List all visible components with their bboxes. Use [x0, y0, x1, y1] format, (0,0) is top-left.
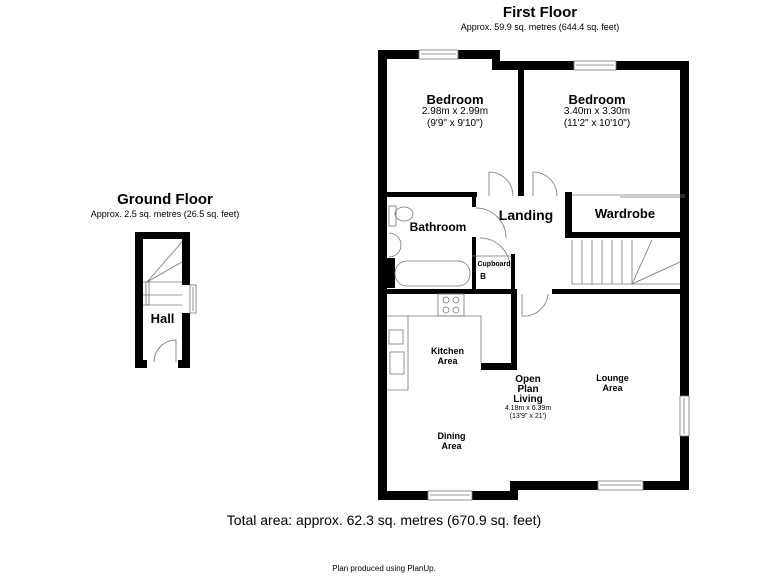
total-area: Total area: approx. 62.3 sq. metres (670…: [226, 512, 542, 528]
area-kitchen: Kitchen Area: [420, 346, 475, 367]
open-plan-dim-ft: (13'9" x 21'): [509, 413, 547, 421]
room-hall: Hall: [150, 311, 175, 326]
hob: [437, 293, 465, 317]
bedroom-1-name: Bedroom: [426, 92, 484, 107]
bedroom-1-dim-ft: (9'9" x 9'10"): [427, 117, 483, 129]
open-plan-line3: Living: [513, 394, 543, 405]
bedroom-2-dim-m: 3.40m x 3.30m: [563, 106, 631, 117]
dining-line2: Area: [441, 440, 462, 451]
lounge-door: [521, 293, 549, 317]
window: [597, 480, 644, 491]
open-plan-line1: Open: [515, 374, 541, 385]
bedroom-1-dim-m: 2.98m x 2.99m: [421, 106, 489, 117]
bedroom1-door: [488, 171, 514, 197]
room-bedroom-1: Bedroom 2.98m x 2.99m (9'9" x 9'10"): [395, 93, 515, 129]
hall-door: [153, 339, 177, 363]
dining-line1: Dining: [437, 431, 466, 441]
lounge-line1: Lounge: [596, 373, 629, 383]
room-open-plan-living: Open Plan Living 4.18m x 6.39m (13'9" x …: [493, 375, 563, 421]
cupboard-door: [479, 237, 511, 269]
open-plan-dim-m: 4.18m x 6.39m: [504, 405, 552, 412]
window: [418, 49, 459, 60]
room-bathroom: Bathroom: [409, 220, 467, 234]
drainer: [389, 351, 405, 375]
room-wardrobe: Wardrobe: [594, 206, 656, 221]
room-cupboard: Cupboard: [477, 261, 511, 268]
toilet-cistern: [388, 205, 397, 227]
cupboard-boiler-mark: B: [480, 272, 486, 281]
toilet: [394, 206, 414, 222]
hall-window: [189, 284, 197, 314]
ground-floor-walls: [135, 232, 190, 368]
kitchen-line1: Kitchen: [430, 346, 464, 356]
ground-floor-fixtures: [143, 241, 197, 363]
window: [679, 395, 690, 437]
first-floor-walls: [378, 50, 689, 500]
open-plan-line2: Plan: [517, 384, 539, 395]
ground-floor-area: Approx. 2.5 sq. metres (26.5 sq. feet): [90, 209, 240, 219]
first-floor-title: First Floor: [502, 4, 578, 21]
first-floor-area: Approx. 59.9 sq. metres (644.4 sq. feet): [460, 22, 620, 32]
basin: [388, 232, 402, 258]
sink: [388, 329, 404, 345]
lounge-line2: Area: [602, 382, 623, 393]
bath: [394, 260, 471, 287]
bedroom-2-name: Bedroom: [568, 92, 626, 107]
area-lounge: Lounge Area: [585, 373, 640, 394]
bathroom-door: [475, 207, 507, 239]
room-landing: Landing: [498, 207, 554, 223]
first-floor-fixtures: [387, 49, 690, 501]
bedroom2-door: [532, 171, 558, 197]
window: [427, 490, 473, 501]
room-bedroom-2: Bedroom 3.40m x 3.30m (11'2" x 10'10"): [537, 93, 657, 129]
area-dining: Dining Area: [424, 431, 479, 452]
plan-credit: Plan produced using PlanUp.: [332, 564, 436, 573]
window: [573, 60, 617, 71]
ground-floor-title: Ground Floor: [117, 191, 213, 208]
kitchen-line2: Area: [437, 355, 458, 366]
bedroom-2-dim-ft: (11'2" x 10'10"): [563, 117, 631, 129]
